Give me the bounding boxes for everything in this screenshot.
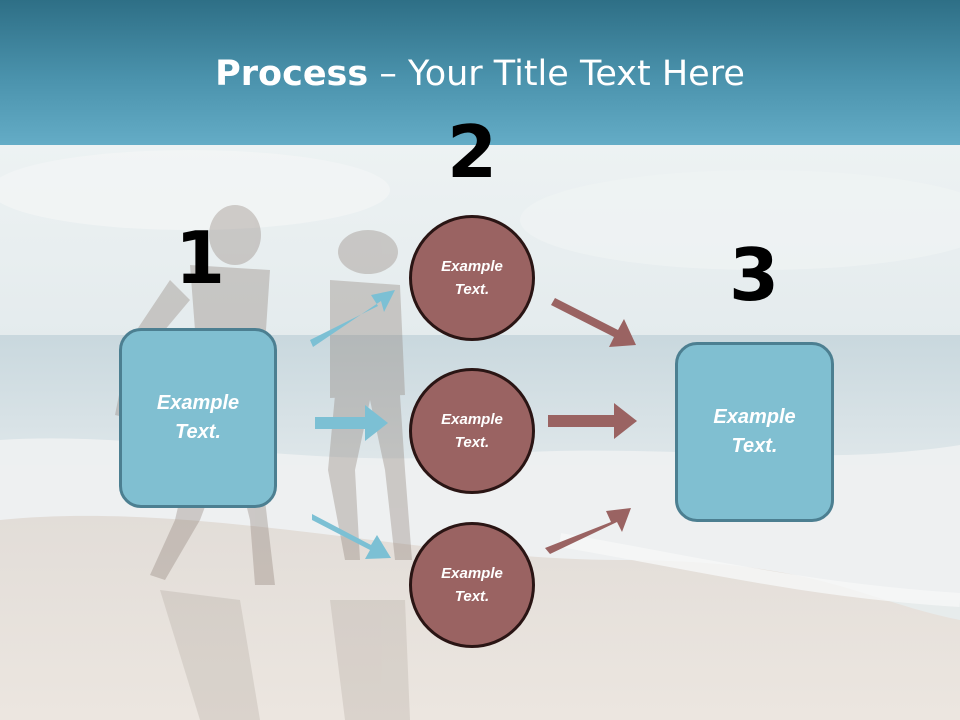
step-number-3: 3 bbox=[728, 233, 780, 317]
arrow-from-middle-circle bbox=[548, 403, 637, 439]
arrow-to-top-circle bbox=[310, 290, 395, 347]
step-1-box: Example Text. bbox=[119, 328, 277, 508]
arrow-to-bottom-circle bbox=[312, 514, 391, 559]
arrow-from-bottom-circle bbox=[545, 508, 631, 554]
slide-title: Process – Your Title Text Here bbox=[0, 52, 960, 96]
header-bar bbox=[0, 0, 960, 145]
title-rest: – Your Title Text Here bbox=[368, 54, 745, 94]
step-2-circle-top: Example Text. bbox=[409, 215, 535, 341]
step-1-text: Example Text. bbox=[156, 392, 240, 443]
step-number-2: 2 bbox=[446, 110, 498, 194]
title-strong: Process bbox=[215, 54, 369, 94]
circle-middle-text: Example Text. bbox=[441, 411, 503, 451]
step-2-circle-middle: Example Text. bbox=[409, 368, 535, 494]
step-3-box: Example Text. bbox=[675, 342, 834, 522]
circle-bottom-text: Example Text. bbox=[441, 565, 503, 605]
step-3-text: Example Text. bbox=[713, 406, 796, 457]
step-number-1: 1 bbox=[174, 216, 226, 300]
arrow-from-top-circle bbox=[551, 298, 636, 347]
circle-top-text: Example Text. bbox=[441, 258, 503, 298]
arrow-to-middle-circle bbox=[315, 405, 388, 441]
step-2-circle-bottom: Example Text. bbox=[409, 522, 535, 648]
